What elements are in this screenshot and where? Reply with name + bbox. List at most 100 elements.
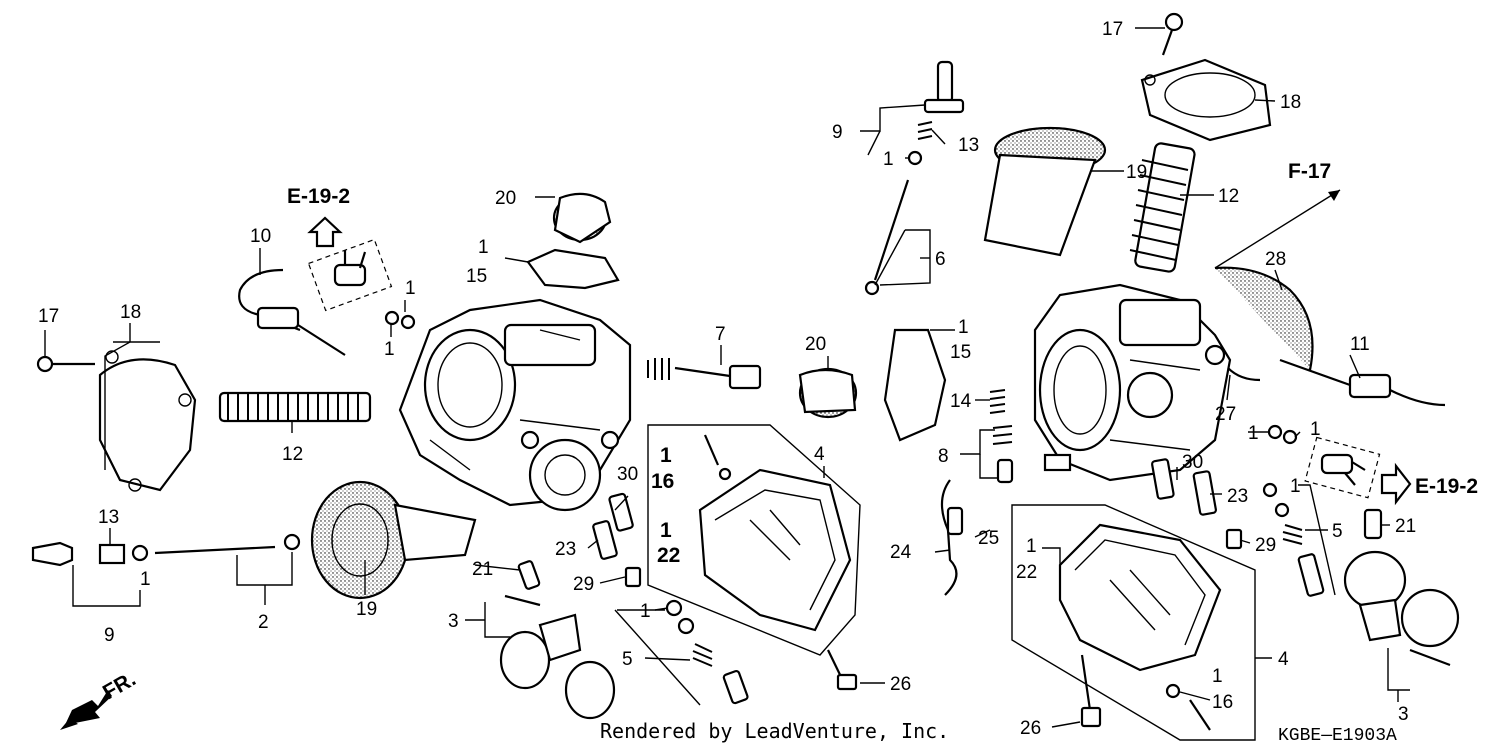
label-7: 7: [715, 324, 726, 345]
top-diaphragm-piston[interactable]: [983, 126, 1107, 257]
left-washer-a[interactable]: [665, 599, 683, 617]
label-11: 11: [1350, 334, 1370, 355]
label-1-left-float-gasket: 1: [660, 519, 672, 542]
top-chamber-cover[interactable]: [1140, 58, 1272, 142]
left-o-ring-a[interactable]: [384, 310, 400, 326]
label-30-right: 30: [1182, 452, 1203, 473]
label-22-right: 22: [1016, 562, 1037, 583]
label-15-middle: 15: [950, 342, 971, 363]
left-needle-jet-holder[interactable]: [592, 492, 642, 588]
link-rod[interactable]: [940, 479, 958, 596]
label-19-top: 19: [1126, 162, 1147, 183]
right-carburetor-body[interactable]: [1033, 283, 1232, 482]
throttle-stop-screw[interactable]: [238, 268, 346, 356]
label-3-left: 3: [448, 611, 459, 632]
label-20-top: 20: [495, 188, 516, 209]
left-o-ring-b[interactable]: [400, 314, 416, 330]
right-throttle-stop-screw[interactable]: [1279, 358, 1446, 407]
label-26-right: 26: [1020, 718, 1041, 739]
label-2: 2: [258, 612, 269, 633]
right-o-ring-a[interactable]: [1267, 424, 1283, 440]
label-6: 6: [935, 249, 946, 270]
label-1-right-oring-b: 1: [1310, 419, 1321, 440]
left-diaphragm-piston[interactable]: [310, 480, 477, 600]
f17-pointer: [1214, 189, 1341, 269]
label-1-left-oring-b: 1: [384, 339, 395, 360]
right-jet-spring[interactable]: [1282, 524, 1303, 545]
right-fitting[interactable]: [1320, 453, 1366, 486]
label-12-top: 12: [1218, 186, 1239, 207]
pilot-screw[interactable]: [647, 358, 762, 390]
link-screw-25[interactable]: [946, 506, 964, 536]
right-main-jet[interactable]: [1192, 470, 1217, 516]
label-9-left: 9: [104, 625, 115, 646]
label-22-left: 22: [657, 544, 680, 567]
left-washer-b[interactable]: [677, 617, 695, 635]
part-labels: 17 18 12 10 13 1 9 2 19 20 1 15 1 1 7 21…: [38, 19, 1478, 739]
left-float-valve[interactable]: [517, 560, 541, 590]
left-diaphragm-spring[interactable]: [218, 391, 372, 423]
label-5-right: 5: [1332, 521, 1343, 542]
fuel-hose[interactable]: [1214, 266, 1314, 371]
label-24: 24: [890, 542, 912, 563]
adjust-spring-8[interactable]: [992, 425, 1013, 445]
left-carburetor-body[interactable]: [398, 298, 632, 512]
top-gasket[interactable]: [526, 248, 620, 290]
label-1-top-gasket: 1: [478, 237, 489, 258]
left-float-chamber-outline: [647, 424, 861, 656]
right-float[interactable]: [1343, 550, 1460, 667]
label-f17: F-17: [1288, 160, 1331, 183]
right-float-chamber[interactable]: [1058, 523, 1222, 672]
top-insulator-collar[interactable]: [552, 192, 612, 244]
adjust-screw-8[interactable]: [996, 458, 1014, 484]
left-jet-needle[interactable]: [31, 533, 301, 567]
label-29-right: 29: [1255, 535, 1276, 556]
left-fitting[interactable]: [333, 250, 367, 287]
label-e19-right: E-19-2: [1415, 475, 1478, 498]
label-18-left: 18: [120, 302, 141, 323]
label-1-right-float-gasket: 1: [1026, 536, 1037, 557]
right-o-ring-b[interactable]: [1282, 429, 1298, 445]
left-drain-bolt-26[interactable]: [827, 649, 858, 691]
right-clip[interactable]: [1227, 367, 1261, 382]
right-float-valve[interactable]: [1363, 508, 1383, 540]
label-16-left: 16: [651, 470, 674, 493]
right-drain-screw-16[interactable]: [1165, 683, 1211, 731]
left-drain-screw-16[interactable]: [703, 434, 732, 481]
label-1-left-drain: 1: [660, 444, 672, 467]
right-washer-a[interactable]: [1262, 482, 1278, 498]
label-1-left-oring-a: 1: [405, 278, 416, 299]
right-washer-b[interactable]: [1274, 502, 1290, 518]
top-jet-needle-assembly[interactable]: [864, 60, 965, 296]
left-cover-screw[interactable]: [36, 355, 95, 373]
right-starter-valve[interactable]: [1297, 553, 1325, 597]
right-jet-29[interactable]: [1225, 528, 1243, 550]
top-diaphragm-spring[interactable]: [1129, 142, 1196, 273]
middle-gasket[interactable]: [883, 328, 947, 442]
label-23-right: 23: [1227, 486, 1248, 507]
left-chamber-cover[interactable]: [98, 350, 197, 492]
label-4-left: 4: [814, 444, 825, 465]
right-reference-arrow-icon: [1380, 462, 1412, 506]
left-float-chamber[interactable]: [698, 468, 852, 632]
middle-insulator-collar[interactable]: [798, 367, 858, 419]
left-starter-valve[interactable]: [722, 669, 749, 705]
throttle-spring-14[interactable]: [989, 389, 1006, 414]
label-27: 27: [1215, 404, 1236, 425]
label-3-right: 3: [1398, 704, 1409, 725]
top-cover-screw[interactable]: [1161, 12, 1184, 56]
label-30-left: 30: [617, 464, 638, 485]
label-1-middle-gasket: 1: [958, 317, 969, 338]
label-21-right: 21: [1395, 516, 1416, 537]
right-drain-bolt-26[interactable]: [1080, 654, 1102, 728]
right-needle-jet-holder[interactable]: [1151, 458, 1175, 500]
label-17-left: 17: [38, 306, 59, 327]
label-26-left: 26: [890, 674, 911, 695]
left-jet-spring[interactable]: [692, 643, 713, 667]
label-8: 8: [938, 446, 949, 467]
label-e19-left: E-19-2: [287, 185, 350, 208]
left-reference-arrow-icon: [307, 216, 343, 248]
left-float[interactable]: [499, 594, 616, 720]
right-float-chamber-outline: [1011, 504, 1256, 741]
